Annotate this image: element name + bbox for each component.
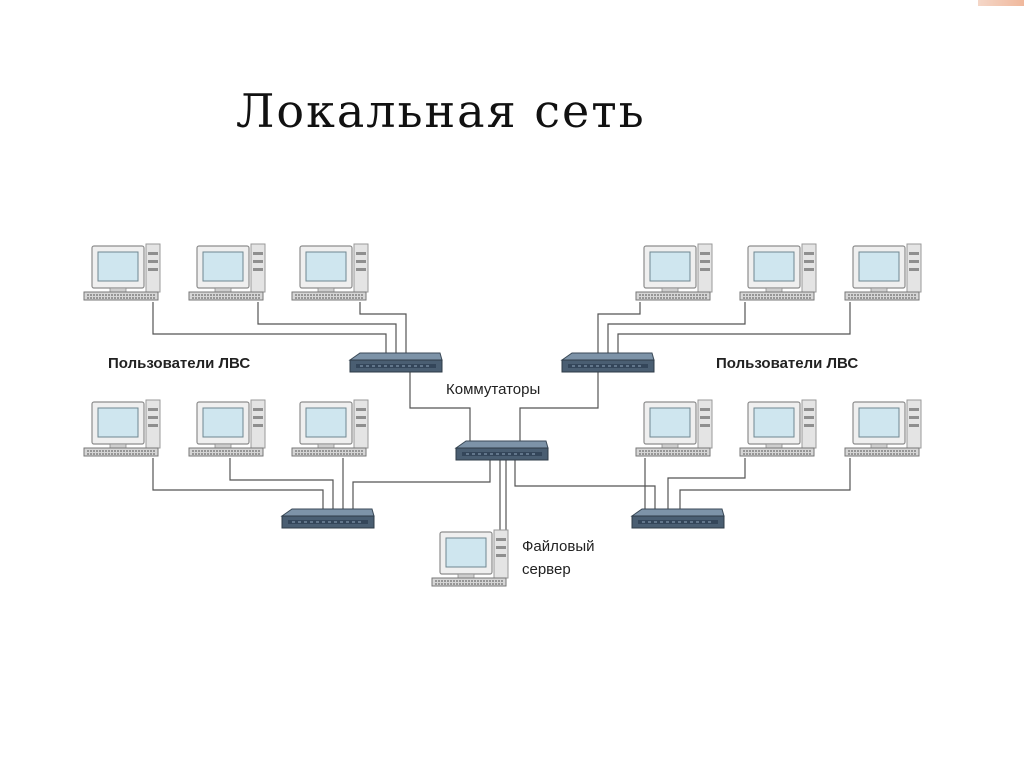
- workstation-bottom-left-3: [291, 399, 369, 457]
- workstation-top-left-2: [188, 243, 266, 301]
- workstation-top-left-1: [83, 243, 161, 301]
- switch-top-left-icon: [349, 352, 443, 373]
- switch-bottom-right-icon: [631, 508, 725, 529]
- switches-label: Коммутаторы: [446, 381, 541, 398]
- workstation-top-left-3: [291, 243, 369, 301]
- server-label-line2: сервер: [522, 561, 571, 578]
- workstation-bottom-right-2: [739, 399, 817, 457]
- users-left-label: Пользователи ЛВС: [108, 355, 251, 372]
- users-right-label: Пользователи ЛВС: [716, 355, 859, 372]
- workstation-bottom-right-3: [844, 399, 922, 457]
- workstation-top-right-1: [635, 243, 713, 301]
- workstation-bottom-left-2: [188, 399, 266, 457]
- switch-bottom-left-icon: [281, 508, 375, 529]
- workstation-bottom-left-1: [83, 399, 161, 457]
- switch-central-icon: [455, 440, 549, 461]
- network-cables: [152, 302, 851, 530]
- page-title: Локальная сеть: [236, 84, 646, 138]
- workstation-top-right-3: [844, 243, 922, 301]
- workstation-bottom-right-1: [635, 399, 713, 457]
- server-label-line1: Файловый: [522, 538, 595, 555]
- workstation-top-right-2: [739, 243, 817, 301]
- switch-top-right-icon: [561, 352, 655, 373]
- corner-decoration: [978, 0, 1024, 6]
- file-server-icon: [431, 529, 509, 587]
